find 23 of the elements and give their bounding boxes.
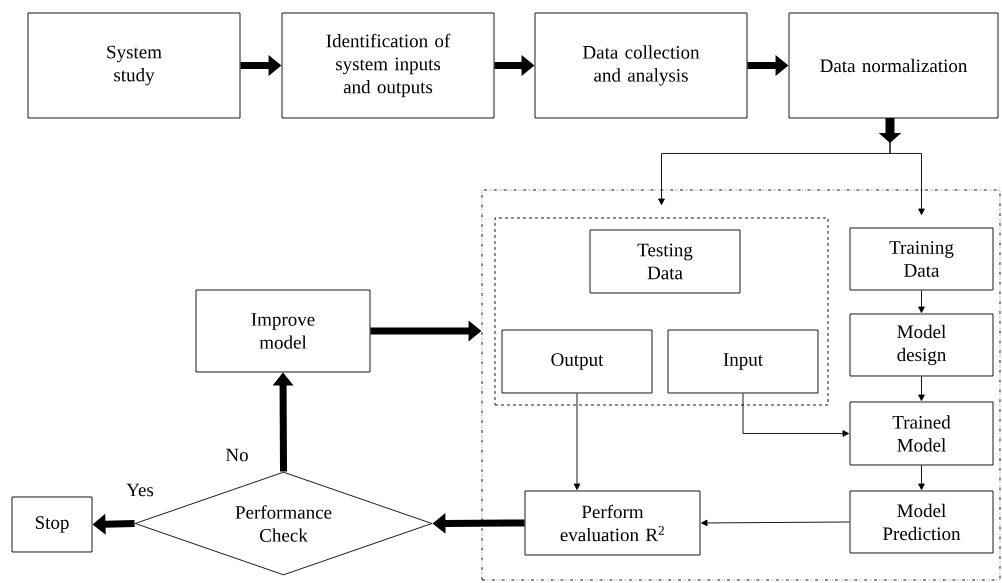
- dashed-frame: [494, 217, 829, 406]
- arrow: [918, 465, 925, 490]
- arrow: [701, 519, 850, 527]
- process-box: Model Prediction: [849, 490, 994, 554]
- process-box: Stop: [11, 496, 93, 553]
- arrow: [918, 290, 925, 313]
- process-box: Identification of system inputs and outputs: [281, 12, 495, 119]
- process-box: Trained Model: [849, 401, 994, 466]
- process-box: Data normalization: [788, 12, 999, 119]
- process-box: Training Data: [849, 227, 994, 291]
- process-box: Testing Data: [589, 229, 741, 294]
- edge-label: No: [224, 447, 250, 463]
- process-box: Improve model: [195, 289, 371, 373]
- process-box: System study: [27, 12, 241, 119]
- process-box: Output: [501, 329, 653, 394]
- process-box: Data collection and analysis: [534, 12, 748, 119]
- arrow: [742, 393, 849, 437]
- dash-dot-frame: [481, 189, 1001, 581]
- process-box: Perform evaluation R$^{2}$: [524, 490, 701, 556]
- arrow: [918, 376, 925, 401]
- arrow: [573, 393, 581, 490]
- process-box: Model design: [849, 313, 994, 377]
- process-box: Input: [667, 329, 819, 394]
